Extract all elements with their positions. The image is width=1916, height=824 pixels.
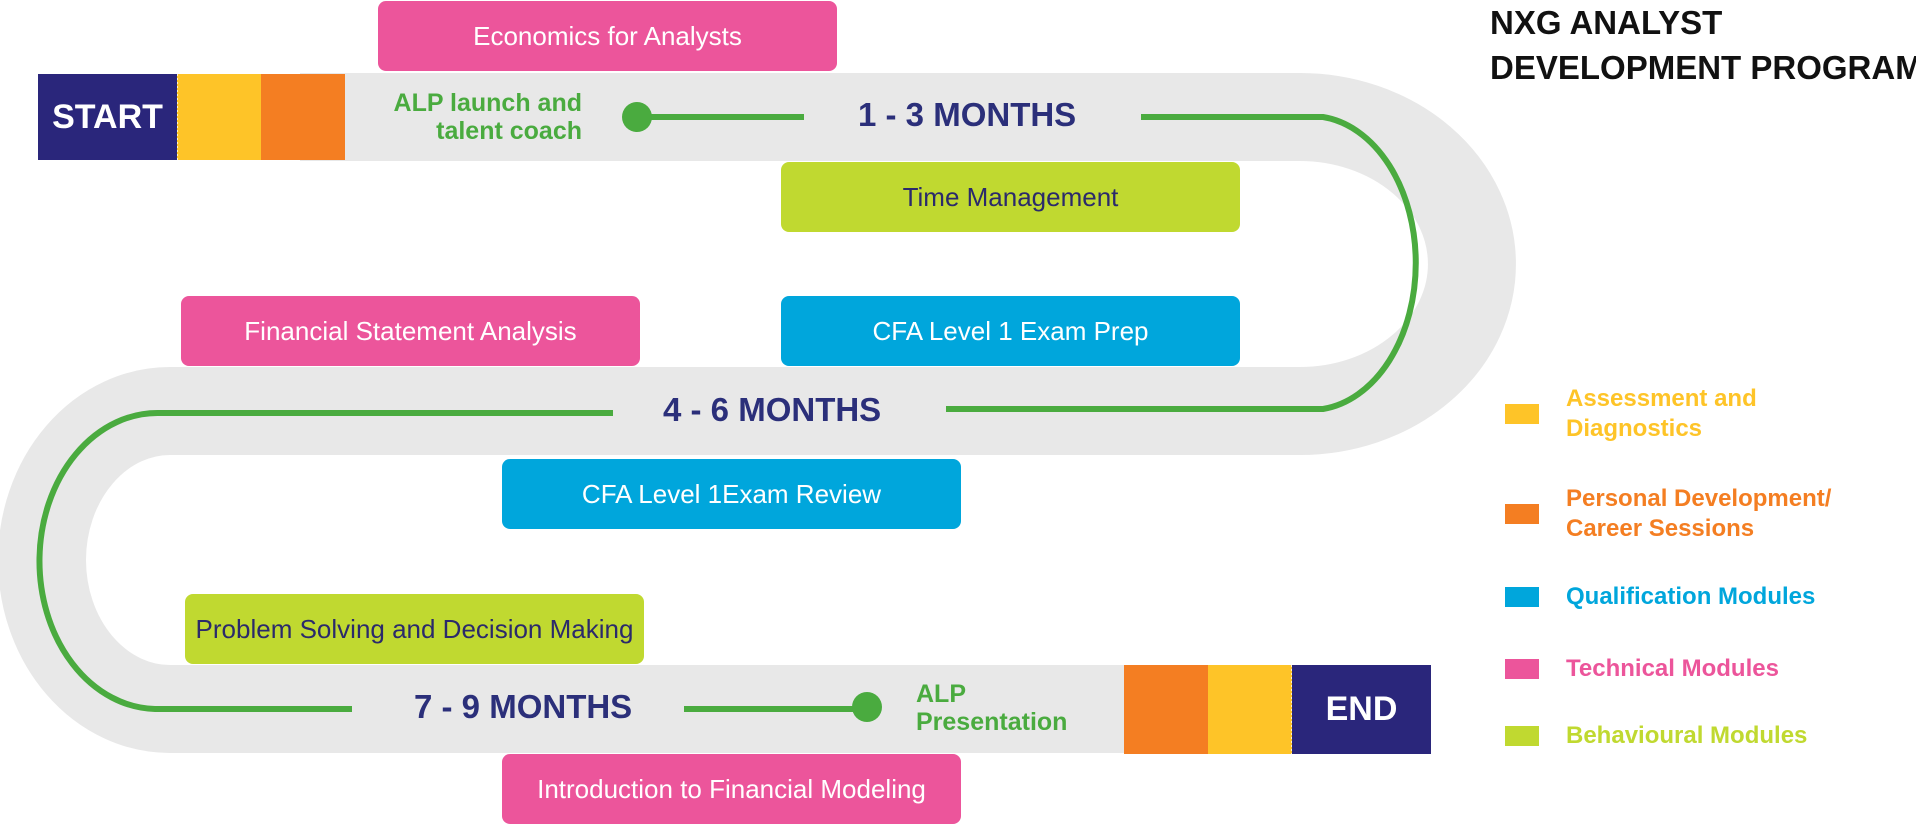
- legend-swatch-technical: [1505, 659, 1539, 679]
- start-label: START: [52, 97, 163, 136]
- program-title-line-2: DEVELOPMENT PROGRAM: [1490, 49, 1916, 86]
- legend-label-technical: Technical Modules: [1566, 655, 1779, 682]
- program-title-line-1: NXG ANALYST: [1490, 4, 1723, 41]
- start-personal-block: [261, 74, 345, 160]
- path-segment-middle-left: [36, 409, 613, 712]
- milestone-dot-presentation: [852, 692, 882, 722]
- milestone-dot-launch: [622, 102, 652, 132]
- legend-swatch-behavioural: [1505, 726, 1539, 746]
- legend-item-personal: Personal Development/ Career Sessions: [1505, 484, 1831, 544]
- module-cfa-review: CFA Level 1Exam Review: [502, 459, 961, 529]
- legend-swatch-assessment: [1505, 404, 1539, 424]
- end-label: END: [1325, 690, 1398, 728]
- phase-label-7-9: 7 - 9 MONTHS: [414, 688, 633, 725]
- legend-label-personal: Personal Development/ Career Sessions: [1566, 485, 1832, 542]
- module-problem-solving: Problem Solving and Decision Making: [185, 594, 644, 664]
- module-time-management: Time Management: [781, 162, 1240, 232]
- legend-item-assessment: Assessment and Diagnostics: [1505, 384, 1757, 444]
- start-assessment-block: [177, 74, 261, 160]
- end-personal-block: [1124, 665, 1208, 754]
- end-assessment-block: [1208, 665, 1292, 754]
- milestone-launch-label: ALP launch and talent coach: [393, 89, 582, 145]
- legend-item-technical: Technical Modules: [1505, 654, 1779, 684]
- progress-path: [36, 114, 1419, 712]
- program-title: NXG ANALYST DEVELOPMENT PROGRAM: [1490, 0, 1916, 90]
- module-cfa-prep: CFA Level 1 Exam Prep: [781, 296, 1240, 366]
- end-block: END: [1292, 665, 1431, 754]
- module-economics: Economics for Analysts: [378, 1, 837, 71]
- legend-label-behavioural: Behavioural Modules: [1566, 722, 1808, 749]
- legend-label-assessment: Assessment and Diagnostics: [1566, 385, 1757, 442]
- module-financial-modeling: Introduction to Financial Modeling: [502, 754, 961, 824]
- legend-swatch-qualification: [1505, 587, 1539, 607]
- legend-swatch-personal: [1505, 504, 1539, 524]
- legend-label-qualification: Qualification Modules: [1566, 583, 1816, 610]
- legend-item-behavioural: Behavioural Modules: [1505, 721, 1807, 751]
- legend-item-qualification: Qualification Modules: [1505, 582, 1815, 612]
- module-financial-statement: Financial Statement Analysis: [181, 296, 640, 366]
- path-segment-right-loop: [946, 114, 1419, 412]
- start-block: START: [38, 74, 177, 160]
- phase-label-4-6: 4 - 6 MONTHS: [663, 391, 882, 428]
- phase-label-1-3: 1 - 3 MONTHS: [858, 96, 1077, 133]
- milestone-presentation-label: ALP Presentation: [916, 680, 1068, 736]
